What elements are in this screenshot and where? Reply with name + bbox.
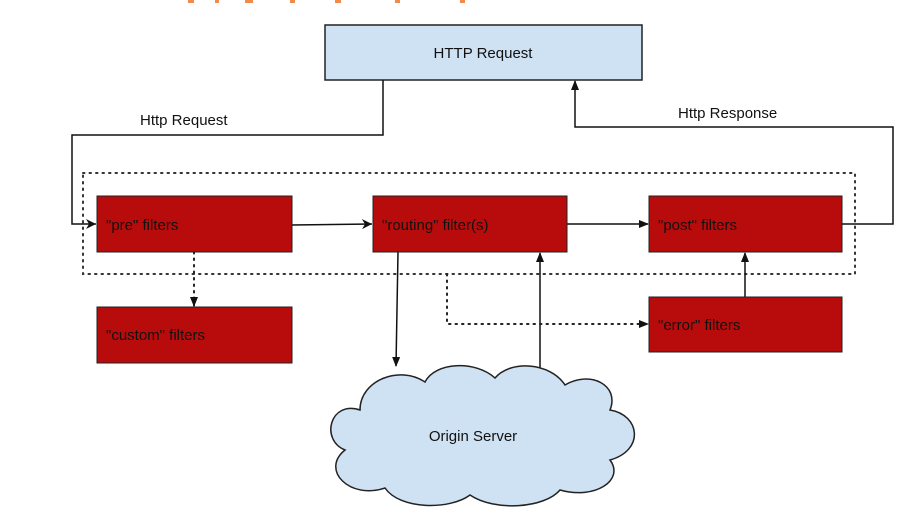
cropped-header-fragment [188,0,465,3]
routing-filters-label: "routing" filter(s) [382,217,489,234]
origin-server-cloud: Origin Server [330,365,636,507]
custom-filters-node: "custom" filters [96,306,293,364]
edge-post-to-response [571,80,894,225]
pre-filters-label: "pre" filters [106,217,178,234]
edge-http-response-label: Http Response [678,105,777,122]
origin-server-label: Origin Server [429,428,517,445]
pre-filters-node: "pre" filters [96,195,293,253]
routing-filters-node: "routing" filter(s) [372,195,568,253]
http-request-node: HTTP Request [324,24,643,81]
http-request-label: HTTP Request [434,45,534,62]
edge-http-request-label: Http Request [140,112,228,129]
edge-request-to-pre [71,80,384,229]
edge-routing-to-origin [392,251,401,367]
custom-filters-label: "custom" filters [106,327,205,344]
edge-routing-to-error [446,273,649,328]
post-filters-label: "post" filters [658,217,737,234]
edge-pre-to-routing [291,219,373,230]
post-filters-node: "post" filters [648,195,843,253]
error-filters-label: "error" filters [658,317,740,334]
error-filters-node: "error" filters [648,296,843,353]
